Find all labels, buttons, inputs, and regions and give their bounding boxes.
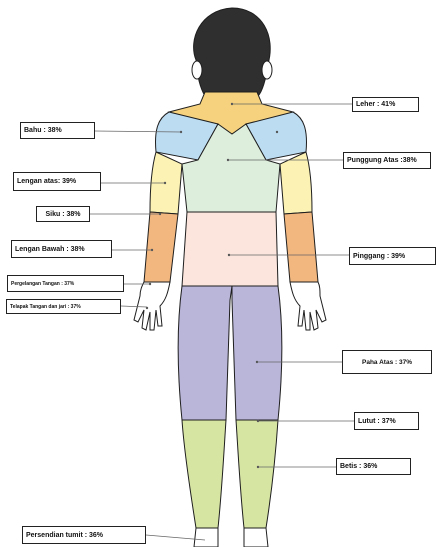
left-hand (134, 282, 170, 330)
left-calf-region (182, 420, 226, 528)
right-foot (244, 528, 268, 547)
label-thigh: Paha Atas : 37% (342, 350, 432, 374)
label-elbow: Siku : 38% (36, 206, 90, 222)
label-knee: Lutut : 37% (354, 412, 419, 430)
label-calf: Betis : 36% (336, 458, 411, 475)
hair (194, 8, 271, 96)
label-shoulder: Bahu : 38% (20, 122, 95, 139)
label-upper-back: Punggung Atas :38% (343, 152, 431, 169)
label-palm-fingers: Telapak Tangan dan jari : 37% (6, 299, 121, 314)
waist-region (182, 212, 278, 286)
right-ear (262, 61, 272, 79)
left-thigh-region (178, 286, 232, 420)
right-thigh-region (232, 286, 282, 420)
right-calf-region (236, 420, 278, 528)
label-forearm: Lengan Bawah : 38% (11, 240, 112, 258)
right-forearm-region (284, 212, 318, 282)
left-ear (192, 61, 202, 79)
right-hand (290, 282, 326, 330)
marker-shoulder-right (276, 131, 278, 133)
human-figure (134, 8, 326, 547)
label-ankle: Persendian tumit : 36% (22, 526, 146, 544)
left-foot (194, 528, 218, 547)
label-upper-arm: Lengan atas: 39% (13, 172, 101, 191)
right-upper-arm-region (280, 152, 312, 214)
label-wrist: Pergelangan Tangan : 37% (7, 275, 124, 292)
left-forearm-region (144, 212, 178, 282)
label-waist: Pinggang : 39% (349, 247, 436, 265)
label-neck: Leher : 41% (352, 97, 419, 112)
